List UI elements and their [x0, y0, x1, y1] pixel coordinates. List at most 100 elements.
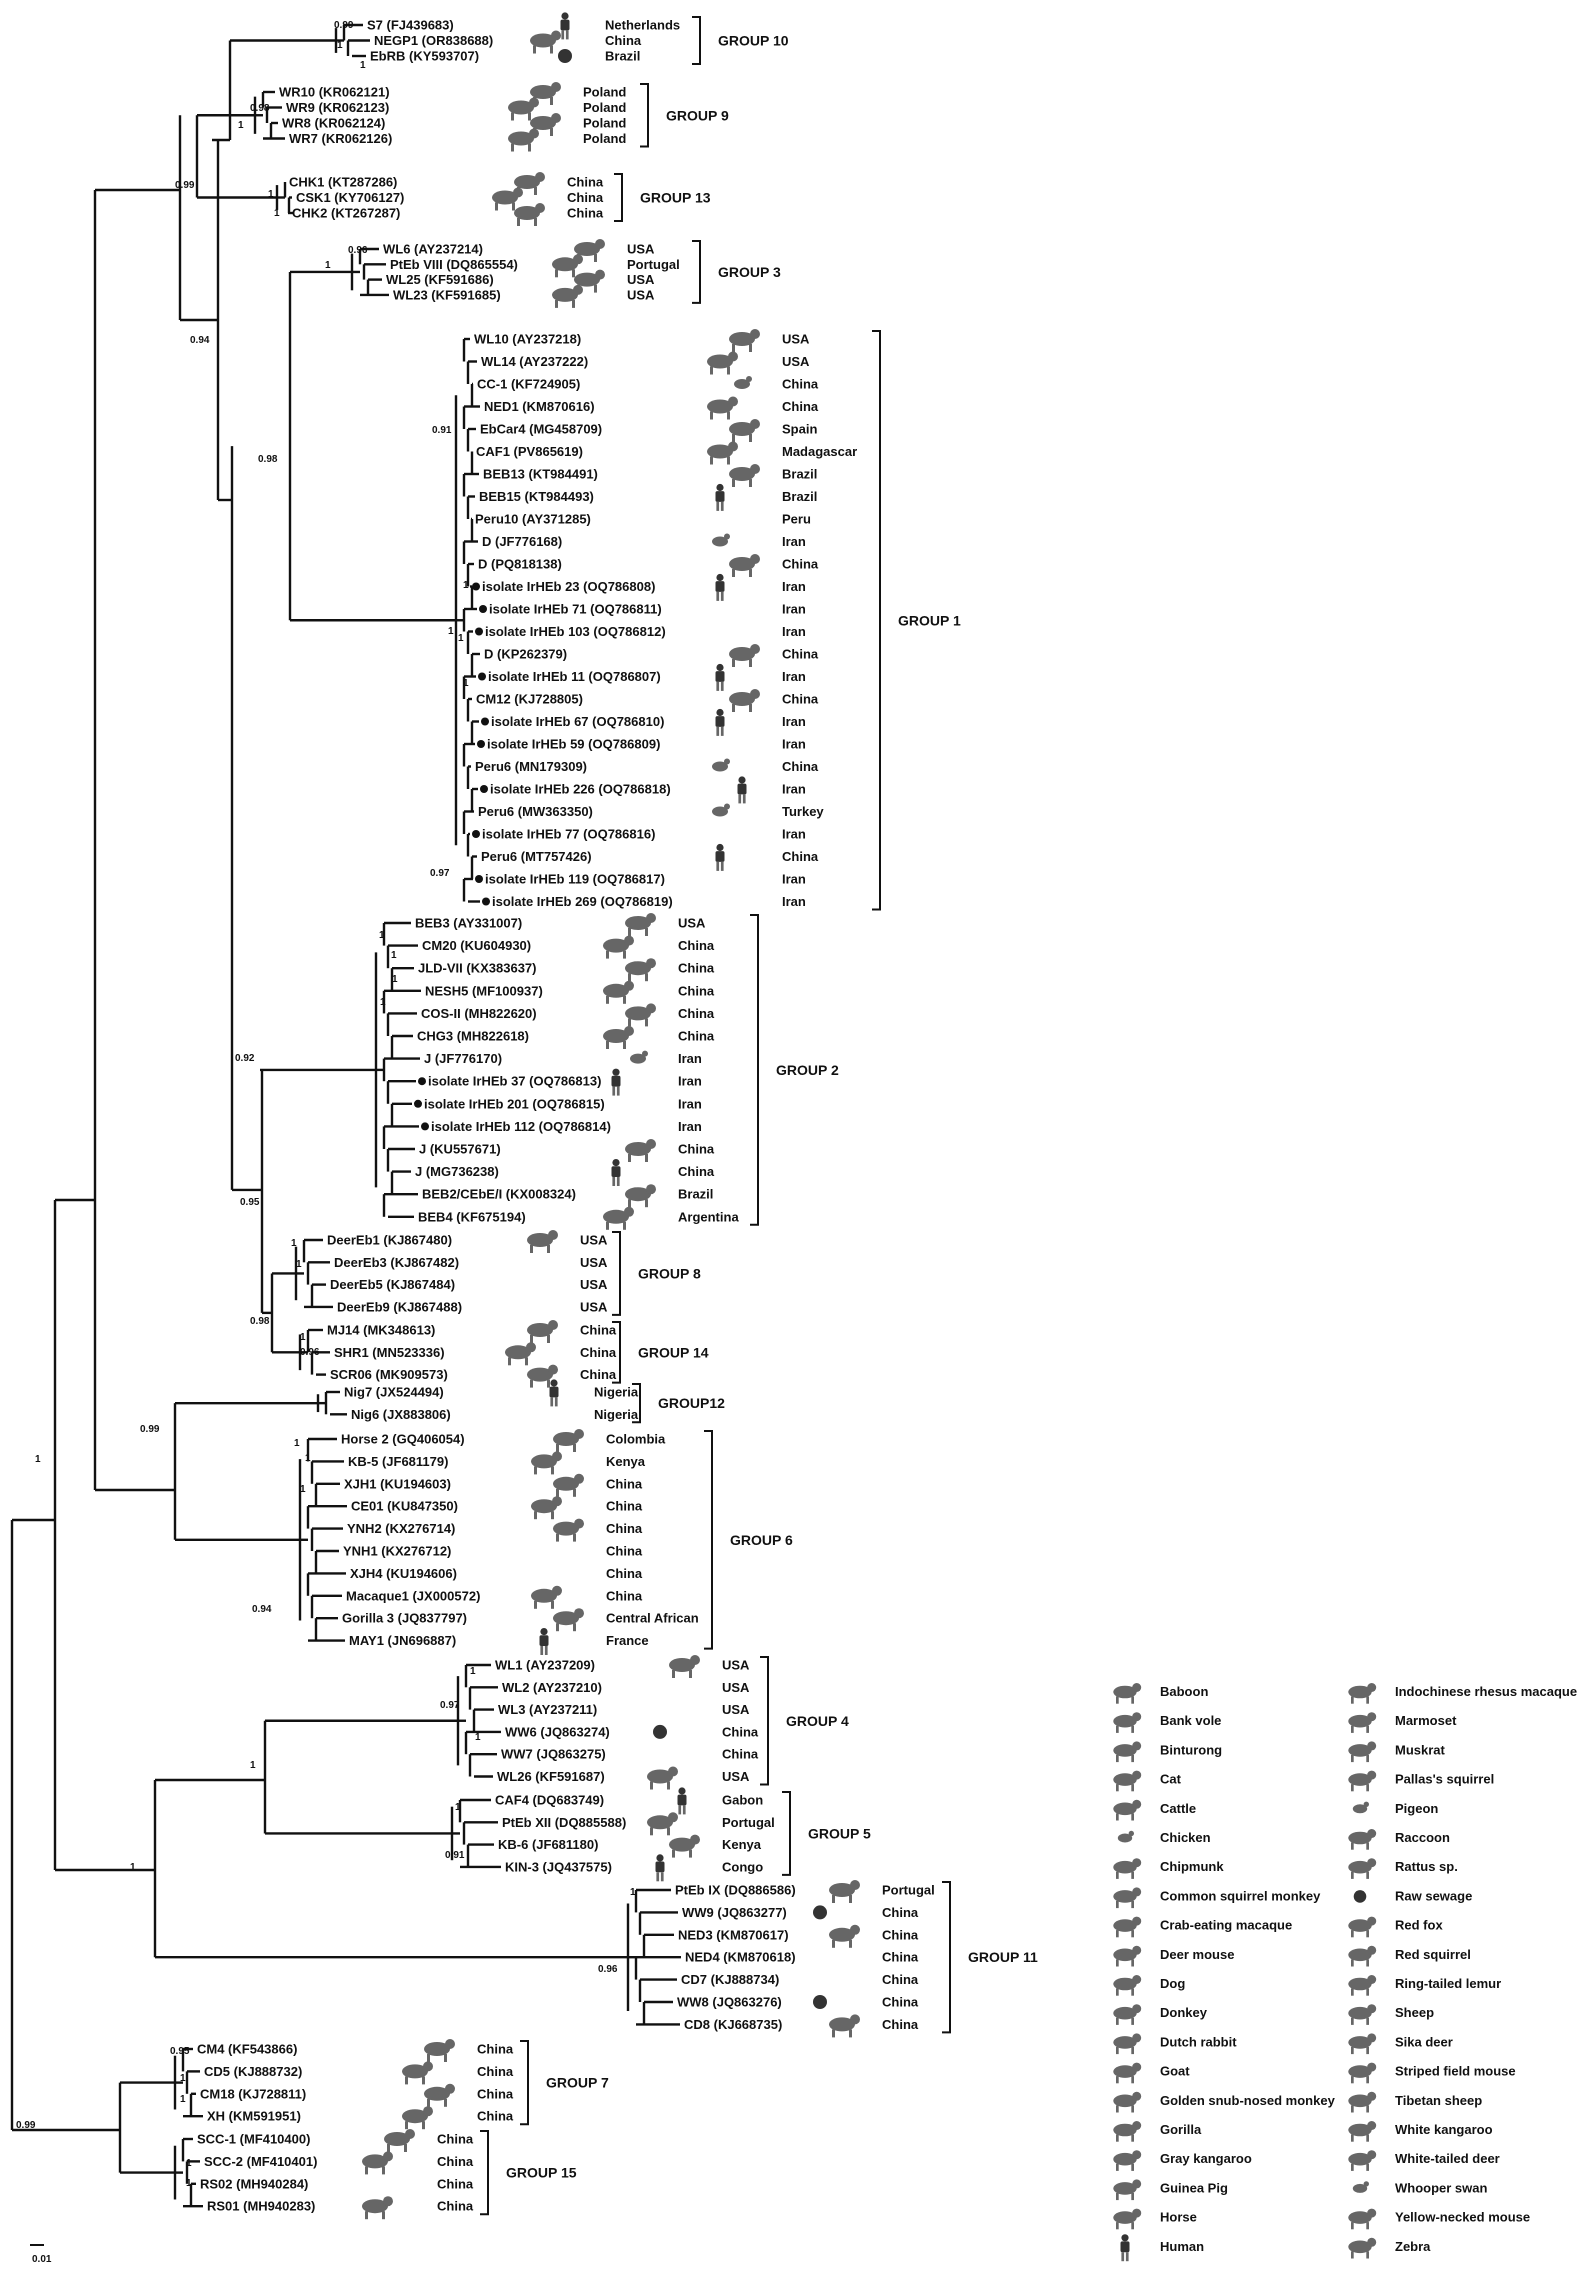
- taxon-label: MAY1 (JN696887): [349, 1633, 456, 1648]
- support-value: 1: [380, 997, 386, 1008]
- country-label: Gabon: [722, 1793, 763, 1808]
- legend-item: Red squirrel: [1348, 1945, 1471, 1967]
- taxon-label: NESH5 (MF100937): [425, 983, 543, 998]
- country-label: China: [882, 1905, 919, 1920]
- legend-item: Striped field mouse: [1348, 2062, 1516, 2084]
- common-squirrel-monkey-icon: [1113, 1887, 1142, 1909]
- country-label: China: [882, 2017, 919, 2032]
- guinea-pig-icon: [1113, 2179, 1142, 2201]
- pigeon-icon: [630, 1050, 648, 1064]
- country-label: China: [477, 2109, 514, 2124]
- legend-label: Horse: [1160, 2210, 1197, 2225]
- white-tailed-deer-icon: [527, 1230, 558, 1253]
- country-label: Kenya: [722, 1837, 762, 1852]
- country-label: Iran: [678, 1051, 702, 1066]
- country-label: China: [678, 961, 715, 976]
- scale-bar-label: 0.01: [32, 2254, 52, 2265]
- gorilla-icon: [553, 1608, 584, 1632]
- support-value: 1: [300, 1332, 306, 1343]
- sika-deer-icon: [1348, 2033, 1377, 2055]
- legend-item: Crab-eating macaque: [1113, 1916, 1292, 1938]
- taxon-label: RS02 (MH940284): [200, 2176, 308, 2191]
- study-isolate-marker: [478, 672, 486, 681]
- support-value: 1: [180, 2073, 186, 2084]
- taxon-label: SCR06 (MK909573): [330, 1367, 448, 1382]
- baboon-icon: [531, 1451, 562, 1475]
- country-label: Portugal: [722, 1815, 775, 1830]
- group-label: GROUP 3: [718, 264, 781, 280]
- legend-item: Human: [1120, 2234, 1204, 2262]
- country-label: China: [882, 1995, 919, 2010]
- country-label: China: [606, 1521, 643, 1536]
- group-bracket: [614, 173, 623, 222]
- human-icon: [715, 708, 725, 736]
- legend-item: Indochinese rhesus macaque: [1348, 1683, 1577, 1704]
- support-value: 0.96: [348, 245, 368, 256]
- binturong-icon: [707, 351, 738, 375]
- legend-label: Tibetan sheep: [1395, 2093, 1482, 2108]
- country-label: Peru: [782, 512, 811, 527]
- study-isolate-marker: [421, 1122, 429, 1131]
- taxon-label: WW8 (JQ863276): [677, 1995, 782, 2010]
- legend-item: Cattle: [1113, 1799, 1196, 1821]
- country-label: USA: [580, 1299, 608, 1314]
- legend-item: Dog: [1113, 1975, 1185, 1996]
- human-icon: [677, 1787, 687, 1815]
- legend-label: Goat: [1160, 2064, 1190, 2079]
- legend-label: Crab-eating macaque: [1160, 1918, 1292, 1933]
- study-isolate-marker: [472, 830, 480, 838]
- legend-item: Common squirrel monkey: [1113, 1887, 1321, 1909]
- group-bracket: [872, 330, 881, 911]
- study-isolate-marker: [418, 1077, 426, 1086]
- legend-label: Striped field mouse: [1395, 2064, 1516, 2079]
- study-isolate-marker: [479, 605, 487, 613]
- taxon-label: Macaque1 (JX000572): [346, 1588, 480, 1603]
- sika-deer-icon: [625, 958, 656, 982]
- horse-icon: [553, 1429, 584, 1452]
- support-value: 1: [186, 2158, 192, 2169]
- taxon-label: CHK2 (KT267287): [292, 206, 400, 221]
- support-value: 1: [296, 1259, 302, 1270]
- taxon-label: RS01 (MH940283): [207, 2199, 315, 2214]
- support-value: 1: [268, 189, 274, 200]
- taxon-label: isolate IrHEb 201 (OQ786815): [424, 1096, 605, 1111]
- baboon-icon: [669, 1834, 700, 1858]
- country-label: China: [606, 1476, 643, 1491]
- taxon-label: isolate IrHEb 11 (OQ786807): [488, 669, 661, 684]
- country-label: Portugal: [627, 257, 680, 272]
- taxon-label: CE01 (KU847350): [351, 1499, 458, 1514]
- country-label: China: [580, 1345, 617, 1360]
- country-label: China: [567, 190, 604, 205]
- taxon-label: isolate IrHEb 103 (OQ786812): [485, 624, 666, 639]
- support-value: 1: [455, 1802, 461, 1813]
- legend-label: Bank vole: [1160, 1713, 1221, 1728]
- legend-item: Guinea Pig: [1113, 2179, 1228, 2201]
- taxon-label: WL26 (KF591687): [497, 1769, 605, 1784]
- support-value: 0.97: [440, 1700, 460, 1711]
- red-fox-icon: [729, 419, 760, 442]
- legend-label: Muskrat: [1395, 1742, 1446, 1757]
- support-value: 0.98: [258, 454, 278, 465]
- country-label: Madagascar: [782, 444, 857, 459]
- country-label: USA: [580, 1255, 608, 1270]
- chipmunk-icon: [1113, 1858, 1142, 1879]
- taxon-label: WL2 (AY237210): [502, 1680, 602, 1695]
- horse-icon: [553, 1518, 584, 1542]
- support-value: 0.95: [240, 1197, 260, 1208]
- legend-label: Red fox: [1395, 1918, 1443, 1933]
- study-isolate-marker: [477, 740, 485, 748]
- human-icon: [560, 12, 570, 40]
- country-label: Brazil: [605, 49, 640, 64]
- country-label: Brazil: [678, 1187, 713, 1202]
- zebra-icon: [729, 554, 760, 577]
- legend-label: Human: [1160, 2239, 1204, 2254]
- human-icon: [715, 573, 725, 601]
- legend-item: Yellow-necked mouse: [1348, 2208, 1530, 2230]
- taxon-label: CM20 (KU604930): [422, 938, 531, 953]
- country-label: Poland: [583, 131, 626, 146]
- raw-sewage-icon: [813, 1905, 827, 1920]
